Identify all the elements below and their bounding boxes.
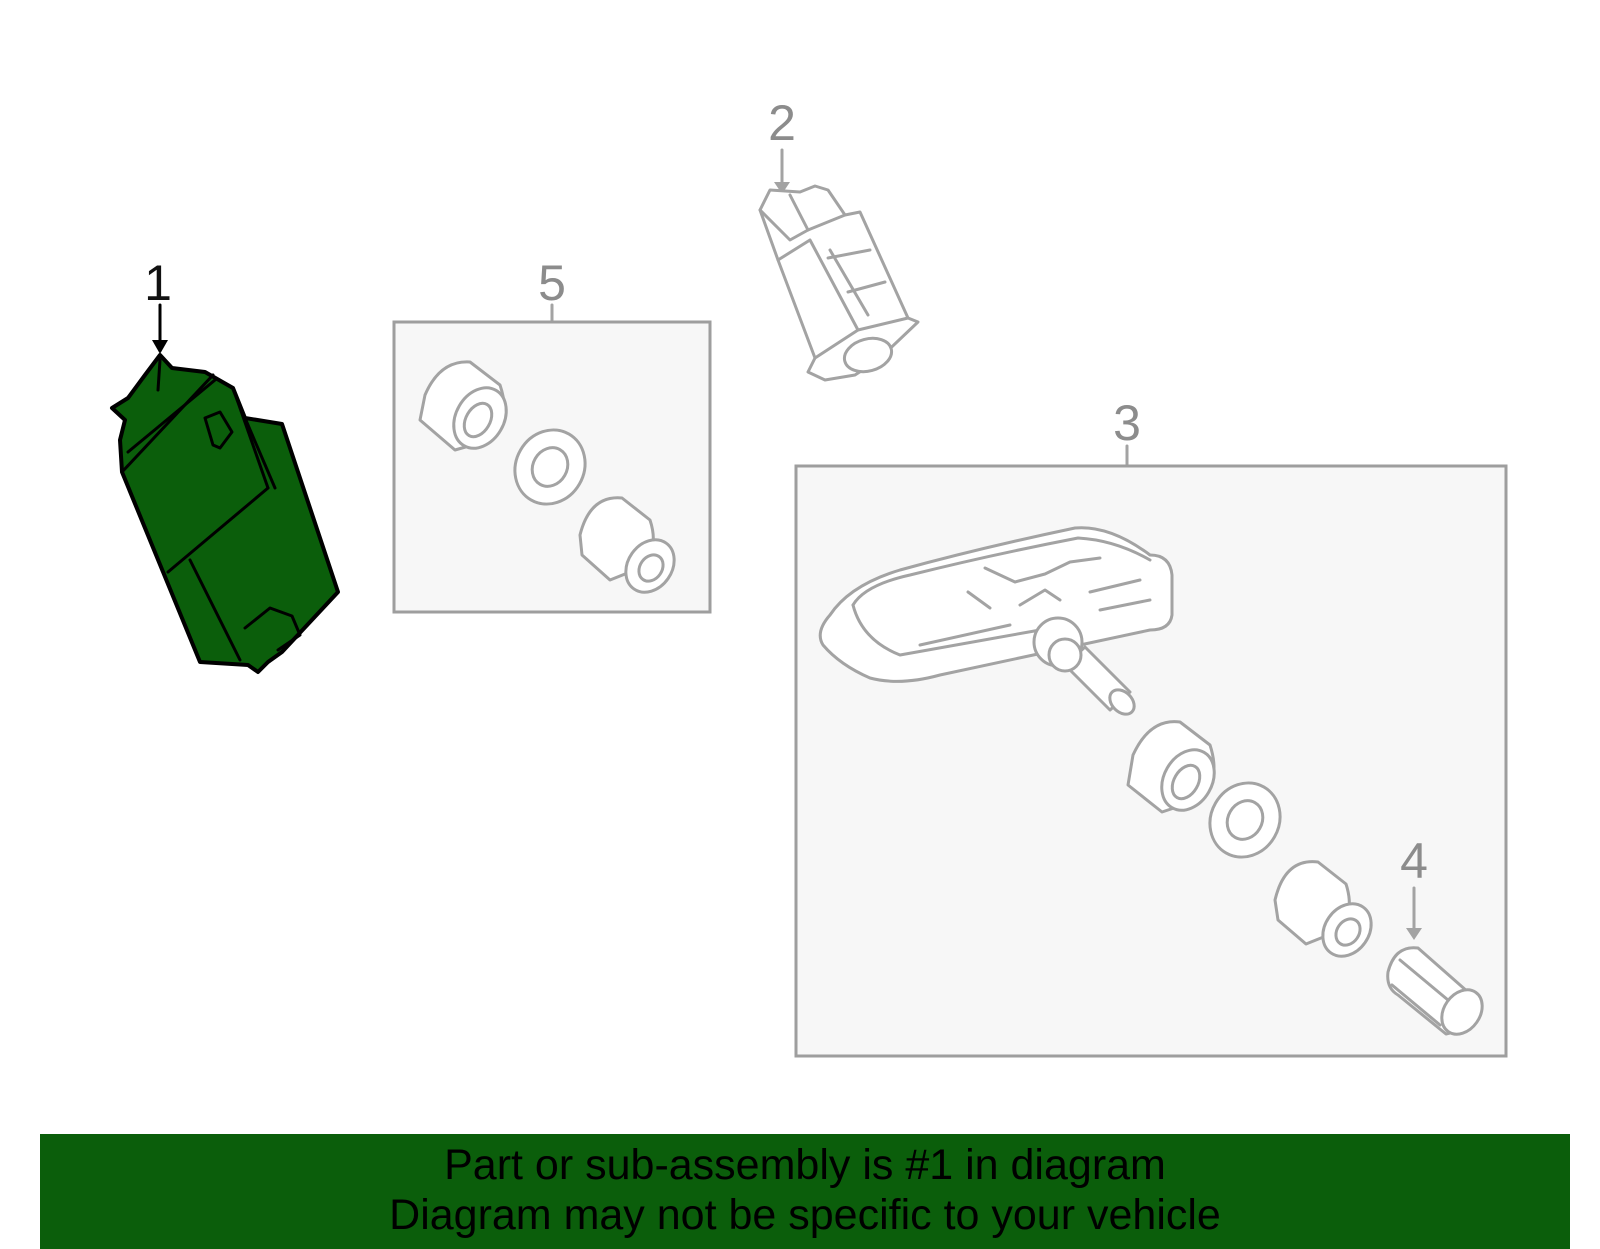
module-housing (110, 353, 340, 674)
module-connector (243, 606, 302, 652)
washer (513, 428, 587, 506)
cap-facet-1 (1398, 958, 1450, 1002)
module-edge-top (120, 373, 215, 474)
tpms-detail-3 (1098, 598, 1152, 612)
nut-face (624, 538, 676, 594)
nut-hole (637, 553, 665, 583)
part-2-sensor[interactable]: 2 (758, 95, 920, 382)
tpms-detail-4 (918, 623, 1012, 647)
callout-4: 4 (1400, 833, 1428, 889)
assembly-washer-hole (1225, 799, 1265, 841)
assembly-grommet-hole (1170, 763, 1202, 801)
sensor-edge-bottom (813, 316, 910, 360)
tpms-detail-1 (966, 590, 992, 610)
module-edge-rear (243, 416, 277, 490)
sensor-body (758, 184, 920, 382)
part-1-module[interactable]: 1 (110, 255, 340, 674)
module-edge-mid (166, 486, 270, 574)
sensor-cap-line (788, 193, 810, 232)
callout-2-arrowhead (774, 182, 790, 194)
module-window (203, 410, 234, 450)
tpms-top-edge (851, 536, 1152, 607)
sensor-edge-face (776, 238, 860, 332)
valve-collar (1047, 637, 1083, 673)
module-tab (156, 358, 162, 392)
cap-facet-2 (1390, 983, 1442, 1027)
module-edge-side (231, 386, 270, 490)
part-4-cap[interactable]: 4 (1386, 833, 1491, 1042)
module-edge-top-inner (126, 378, 217, 454)
callout-1: 1 (144, 255, 172, 311)
tpms-base-edge (851, 603, 1042, 657)
sensor-slot (828, 248, 870, 317)
part-3-assembly[interactable]: 3 (794, 395, 1508, 1058)
tpms-detail-2 (1088, 578, 1142, 594)
banner-line-1: Part or sub-assembly is #1 in diagram (444, 1141, 1166, 1189)
callout-1-arrowhead (152, 340, 168, 354)
info-banner: Part or sub-assembly is #1 in diagram Di… (40, 1134, 1570, 1249)
tpms-housing (818, 526, 1174, 683)
sensor-port (842, 336, 894, 374)
callout-2: 2 (768, 95, 796, 151)
cap-end (1440, 988, 1484, 1036)
callout-4-arrowhead (1406, 928, 1422, 940)
assembly-nut-hole (1334, 917, 1362, 947)
part-5-kit[interactable]: 5 (392, 255, 712, 614)
module-edge-bottom (188, 558, 242, 662)
callout-3: 3 (1113, 395, 1141, 451)
valve-stem-tip (1108, 688, 1136, 716)
tpms-ridge (983, 556, 1102, 584)
sensor-edge-top (758, 208, 847, 242)
washer-hole (530, 446, 570, 488)
callout-5: 5 (538, 255, 566, 311)
tpms-detail-5 (1018, 588, 1062, 607)
banner-line-2: Diagram may not be specific to your vehi… (389, 1191, 1221, 1239)
grommet-hole (462, 401, 494, 439)
assembly-nut-face (1321, 902, 1373, 958)
assembly-washer (1208, 781, 1282, 859)
